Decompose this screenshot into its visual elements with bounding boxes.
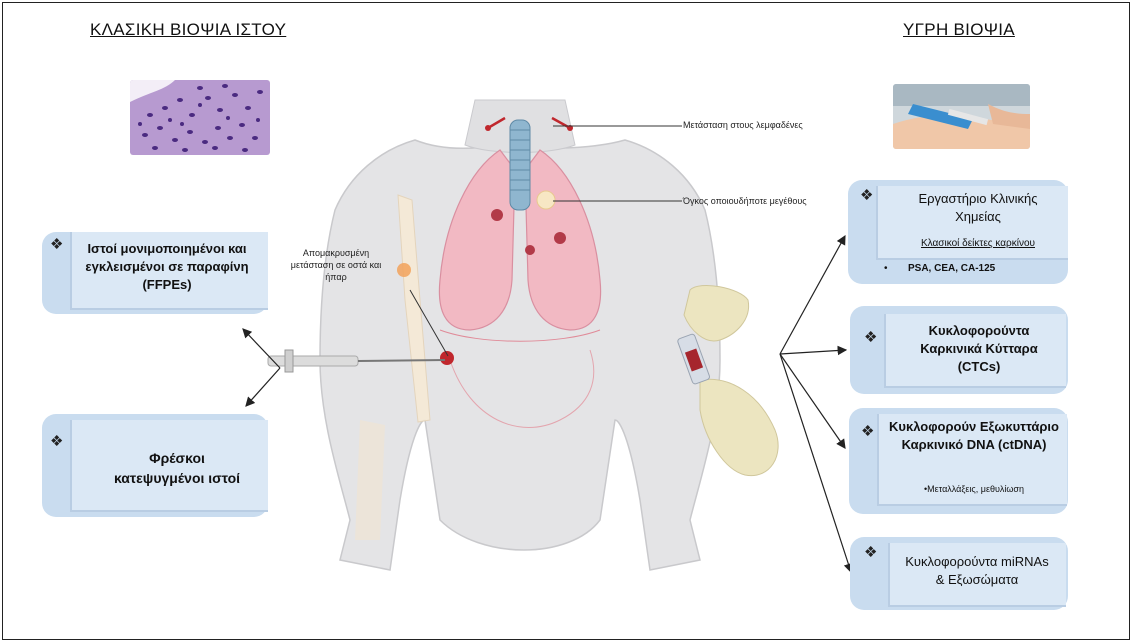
arrow-to-ctc: [780, 350, 846, 354]
card-ffpe: ❖ Ιστοί μονιμοποιημένοι και εγκλεισμένοι…: [42, 232, 268, 314]
arrow-to-frozen: [246, 368, 280, 406]
card-mirna: ❖ Κυκλοφορούντα miRNAs & Εξωσώματα: [850, 537, 1068, 610]
card-clinical-chem-sub: Κλασικοί δείκτες καρκίνου: [888, 235, 1068, 253]
marker-bullet: •: [884, 263, 888, 274]
trachea: [510, 120, 530, 210]
label-tumor: Όγκος οποιουδήποτε μεγέθους: [683, 196, 807, 206]
tumor-mark: [537, 191, 555, 209]
bullet-icon: ❖: [50, 235, 63, 253]
card-ffpe-text: Ιστοί μονιμοποιημένοι και εγκλεισμένοι σ…: [78, 240, 256, 294]
card-clinical-chemistry: ❖ Εργαστήριο Κλινικής Χημείας Κλασικοί δ…: [848, 180, 1068, 284]
bullet-icon: ❖: [50, 432, 63, 450]
card-mirna-text: Κυκλοφορούντα miRNAs & Εξωσώματα: [902, 553, 1052, 589]
card-frozen: ❖ Φρέσκοι κατεψυγμένοι ιστοί: [42, 414, 268, 517]
card-ctdna-sub: •Μεταλλάξεις, μεθυλίωση: [889, 480, 1059, 498]
arrow-to-ctdna: [780, 354, 845, 448]
arrow-to-ffpe: [243, 329, 280, 368]
bullet-icon: ❖: [864, 328, 877, 346]
liver-metastasis: [440, 351, 454, 365]
arrow-to-clinical-chem: [780, 236, 845, 354]
arrow-to-mirna: [780, 354, 851, 572]
bone-metastasis: [397, 263, 411, 277]
card-frozen-text: Φρέσκοι κατεψυγμένοι ιστοί: [102, 448, 252, 488]
label-lymph-metastasis: Μετάσταση στους λεμφαδένες: [683, 120, 803, 130]
card-ctdna-text: Κυκλοφορούν Εξωκυττάριο Καρκινικό DNA (c…: [889, 418, 1059, 454]
bullet-icon: ❖: [864, 543, 877, 561]
card-clinical-chem-title: Εργαστήριο Κλινικής Χημείας: [898, 190, 1058, 226]
card-ctc-text: Κυκλοφορούντα Καρκινικά Κύτταρα (CTCs): [904, 322, 1054, 376]
label-distant-metastasis: Απομακρυσμένη μετάσταση σε οστά και ήπαρ: [282, 247, 390, 283]
card-clinical-chem-markers: PSA, CEA, CA-125: [908, 260, 1028, 278]
bullet-icon: ❖: [860, 186, 873, 204]
card-ctdna: ❖ Κυκλοφορούν Εξωκυττάριο Καρκινικό DNA …: [849, 408, 1068, 514]
bullet-icon: ❖: [861, 422, 874, 440]
card-ctc: ❖ Κυκλοφορούντα Καρκινικά Κύτταρα (CTCs): [850, 306, 1068, 394]
